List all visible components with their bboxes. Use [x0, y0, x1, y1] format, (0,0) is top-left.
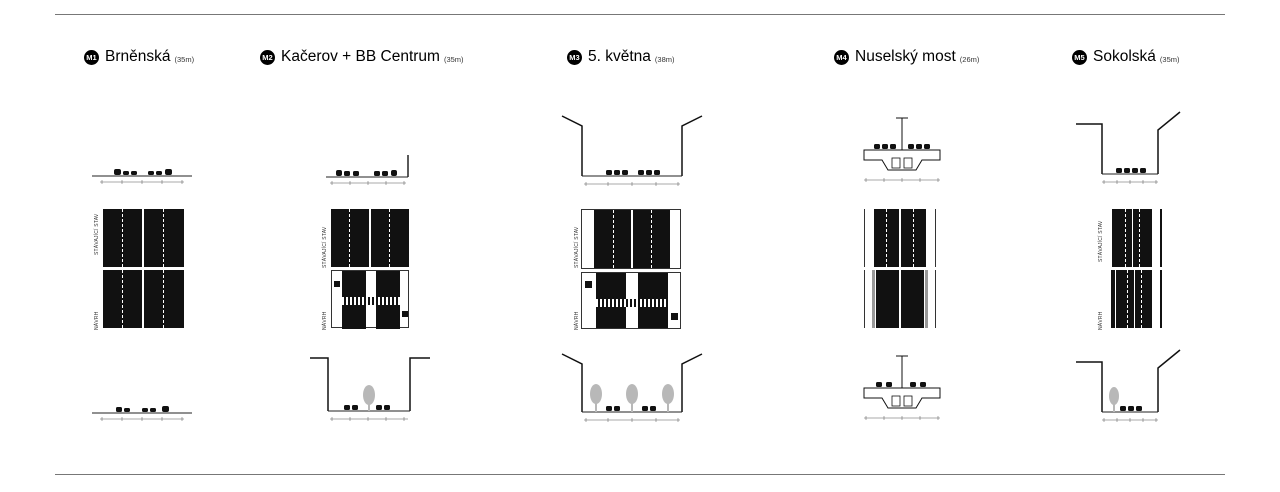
existing-plan: [581, 209, 681, 269]
top-divider: [55, 14, 1225, 15]
section-title: M3 5. května (38m): [567, 48, 675, 66]
existing-cross-section: [863, 117, 941, 182]
existing-plan: [864, 209, 936, 267]
label-existing: STÁVAJÍCÍ STAV: [94, 213, 100, 255]
section-title: M1 Brněnská (35m): [84, 48, 194, 66]
proposal-plan: [331, 270, 409, 329]
section-width: (35m): [1159, 54, 1180, 64]
section-width: (38m): [654, 54, 675, 64]
section-name: Sokolská: [1093, 48, 1156, 65]
section-badge: M1: [84, 49, 99, 65]
section-badge: M2: [260, 49, 275, 65]
tree-icons: [363, 385, 375, 411]
bottom-divider: [55, 474, 1225, 475]
existing-plan: [331, 209, 409, 267]
existing-cross-section: [561, 115, 703, 186]
proposal-plan: [103, 270, 184, 328]
section-name: Brněnská: [105, 48, 171, 65]
label-proposal: NÁVRH: [1098, 311, 1104, 330]
section-name: Nuselský most: [855, 48, 956, 65]
proposal-plan: [864, 270, 936, 328]
section-title: M2 Kačerov + BB Centrum (35m): [260, 48, 464, 66]
label-existing: STÁVAJÍCÍ STAV: [574, 226, 580, 268]
label-proposal: NÁVRH: [322, 311, 328, 330]
proposal-cross-section: [561, 353, 703, 422]
section-width: (26m): [959, 54, 980, 64]
proposal-cross-section: [310, 357, 430, 421]
vehicle-icons: [114, 169, 172, 175]
section-width: (35m): [174, 54, 195, 64]
proposal-cross-section: [863, 355, 941, 420]
proposal-cross-section: [92, 406, 192, 421]
existing-plan: [1106, 209, 1162, 267]
tree-icons: [1109, 387, 1119, 412]
tree-icons: [590, 384, 674, 412]
label-proposal: NÁVRH: [574, 311, 580, 330]
existing-cross-section: [1076, 111, 1181, 184]
label-existing: STÁVAJÍCÍ STAV: [1098, 220, 1104, 262]
existing-cross-section: [92, 169, 192, 184]
proposal-plan: [1106, 270, 1162, 328]
label-existing: STÁVAJÍCÍ STAV: [322, 226, 328, 268]
existing-plan: [103, 209, 184, 267]
section-badge: M5: [1072, 49, 1087, 65]
label-proposal: NÁVRH: [94, 311, 100, 330]
section-width: (35m): [443, 54, 464, 64]
section-badge: M3: [567, 49, 582, 65]
proposal-cross-section: [1076, 349, 1181, 422]
section-name: 5. května: [588, 48, 651, 65]
existing-cross-section: [326, 155, 409, 185]
section-badge: M4: [834, 49, 849, 65]
section-title: M4 Nuselský most (26m): [834, 48, 979, 66]
proposal-plan: [581, 272, 681, 329]
section-name: Kačerov + BB Centrum: [281, 48, 440, 65]
section-title: M5 Sokolská (35m): [1072, 48, 1180, 66]
